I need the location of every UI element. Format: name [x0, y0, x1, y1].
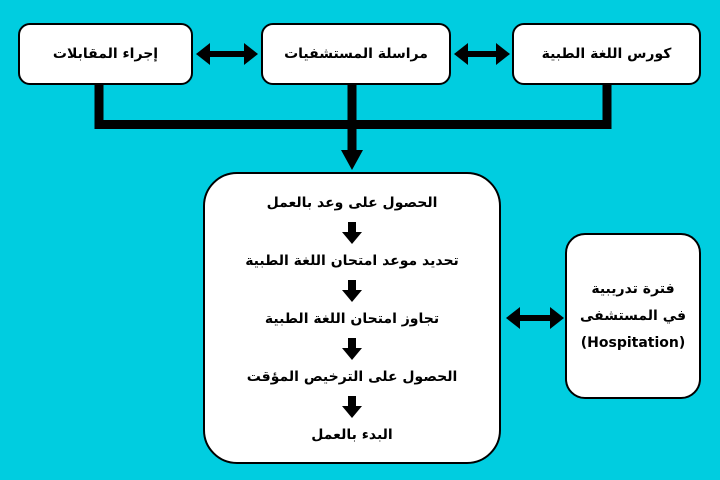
double-arrow-icon-left: [196, 43, 258, 65]
double-arrow-icon-side: [506, 307, 564, 329]
step-pass-exam: تجاوز امتحان اللغة الطبية: [264, 311, 440, 327]
step-schedule-exam: تحديد موعد امتحان اللغة الطبية: [245, 253, 459, 269]
hospital-contact-box: مراسلة المستشفيات: [261, 23, 451, 85]
down-arrow-icon: [342, 213, 362, 252]
down-arrow-icon: [342, 329, 362, 368]
hospitation-line-3: (Hospitation): [580, 334, 686, 351]
interviews-label: إجراء المقابلات: [52, 46, 159, 62]
down-arrow-icon-merge: [341, 150, 363, 170]
hospital-contact-label: مراسلة المستشفيات: [284, 46, 428, 62]
step-temporary-license: الحصول على الترخيص المؤقت: [246, 369, 458, 385]
hospitation-line-2: في المستشفى: [579, 307, 687, 324]
language-course-label: كورس اللغة الطبية: [541, 46, 672, 62]
interviews-box: إجراء المقابلات: [18, 23, 193, 85]
step-job-offer: الحصول على وعد بالعمل: [266, 195, 438, 211]
merge-connector: [94, 85, 612, 152]
main-steps-box: الحصول على وعد بالعمل تحديد موعد امتحان …: [203, 172, 501, 464]
double-arrow-icon-right: [454, 43, 510, 65]
language-course-box: كورس اللغة الطبية: [512, 23, 701, 85]
step-start-work: البدء بالعمل: [311, 427, 393, 443]
down-arrow-icon: [342, 387, 362, 426]
hospitation-box: فترة تدريبية في المستشفى (Hospitation): [565, 233, 701, 399]
hospitation-line-1: فترة تدريبية: [591, 280, 675, 297]
down-arrow-icon: [342, 271, 362, 310]
